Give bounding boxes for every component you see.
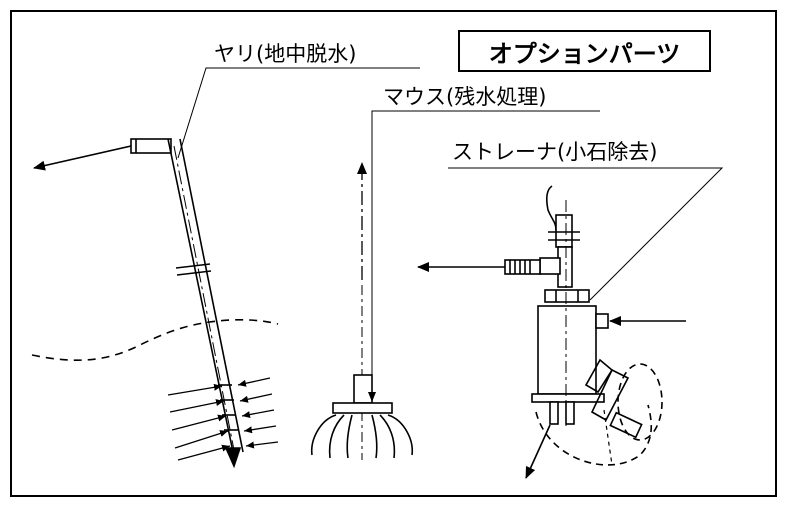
strainer-float-dashed xyxy=(603,409,613,466)
strainer-unit xyxy=(504,185,643,439)
yari-outflow-arrow xyxy=(33,145,132,171)
ground-line xyxy=(31,319,279,361)
yari-leader xyxy=(177,67,420,159)
option-parts-title: オプションパーツ xyxy=(488,39,681,68)
mouse-label: マウス(残水処理) xyxy=(383,85,547,109)
strainer-leader xyxy=(448,167,724,301)
strainer-float-circle xyxy=(617,363,663,441)
diagram-frame xyxy=(10,10,777,497)
yari-inflow-arrows-right xyxy=(237,377,279,449)
option-parts-title-box: オプションパーツ xyxy=(458,30,711,72)
strainer-down-arrow xyxy=(525,424,551,479)
mouse-leader-arrowhead xyxy=(368,392,376,402)
yari-inflow-arrows-left xyxy=(167,383,231,461)
yari-spear xyxy=(130,138,244,469)
strainer-label: ストレーナ(小石除去) xyxy=(452,140,658,164)
mouse-leader xyxy=(371,110,600,400)
yari-label: ヤリ(地中脱水) xyxy=(214,42,357,66)
mouse-nozzle xyxy=(311,162,413,460)
